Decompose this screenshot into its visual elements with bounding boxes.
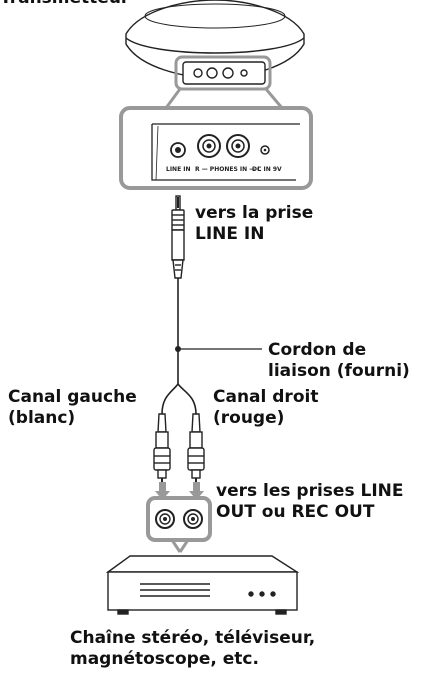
insert-arrows-icon xyxy=(155,482,204,500)
line-in-prise-label: vers la prise LINE IN xyxy=(195,203,314,244)
right-channel-label: Canal droit (rouge) xyxy=(213,387,319,428)
left-channel-label: Canal gauche (blanc) xyxy=(8,387,137,428)
transmitter-title: Transmetteur xyxy=(0,0,129,9)
rca-plugs-icon xyxy=(153,413,205,486)
rca-jacks-zoom xyxy=(146,496,212,542)
device-caption: Chaîne stéréo, téléviseur, magnétoscope,… xyxy=(70,628,316,669)
connecting-cord xyxy=(161,278,197,415)
stereo-device-illustration xyxy=(105,555,300,615)
panel-line-in-label: LINE IN xyxy=(166,166,191,173)
transmitter-illustration xyxy=(125,0,305,91)
rear-panel-zoom: LINE IN R — PHONES IN — L DC IN 9V xyxy=(119,106,313,190)
out-prises-label: vers les prises LINE OUT ou REC OUT xyxy=(216,481,404,522)
device-zoom-connector xyxy=(170,539,190,553)
mini-plug-icon xyxy=(171,195,185,279)
panel-phones-label: R — PHONES IN — L xyxy=(195,166,261,173)
zoom-connector xyxy=(164,88,284,109)
cord-label: Cordon de liaison (fourni) xyxy=(268,340,410,381)
panel-dc-label: DC IN 9V xyxy=(252,166,282,173)
